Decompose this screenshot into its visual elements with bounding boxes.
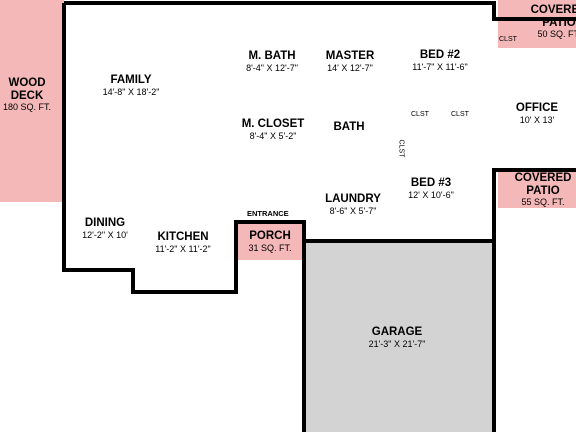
room-name: FAMILY [110,74,152,86]
room-name: OFFICE [515,102,559,114]
room-dims: 12'-2" X 10' [82,229,128,240]
room-dims: 8'-4" X 5'-2" [249,130,297,141]
room-name: BATH [333,121,365,133]
covered-patio-top-area-text: 50 SQ. FT. [537,29,576,40]
wood-deck-area [0,0,64,202]
covered-patio-right-name-line2: PATIO [526,184,560,197]
porch-area [236,222,304,260]
room-master: MASTER 14' X 12'-7" [316,50,384,74]
covered-patio-top-name-line2: PATIO [542,16,576,29]
closet-marker-b: CLST [451,111,469,118]
wood-deck-area-text: 180 SQ. FT. [2,102,52,113]
room-name: M. CLOSET [241,118,305,130]
room-name: GARAGE [371,326,423,338]
room-name: BED #3 [410,177,452,189]
closet-marker-vertical: CLST [397,139,405,158]
room-bed2: BED #2 11'-7" X 11'-6" [404,49,476,73]
room-dims: 8'-6" X 5'-7" [329,205,377,216]
room-m-bath: M. BATH 8'-4" X 12'-7" [236,50,308,74]
garage-area [304,241,494,432]
room-dining: DINING 12'-2" X 10' [74,217,136,241]
covered-patio-right-label: COVERED PATIO 55 SQ. FT. [510,172,576,208]
room-dims: 8'-4" X 12'-7" [246,62,298,73]
room-office: OFFICE 10' X 13' [508,102,566,126]
wood-deck-name-line1: WOOD [8,77,46,89]
room-name: DINING [84,217,126,229]
porch-name: PORCH [249,230,291,242]
room-dims: 12' X 10'-6" [408,189,454,200]
closet-marker-a: CLST [411,111,429,118]
covered-patio-right-area-text: 55 SQ. FT. [521,197,565,208]
room-laundry: LAUNDRY 8'-6" X 5'-7" [318,193,388,217]
porch-label: PORCH 31 SQ. FT. [236,230,304,254]
room-dims: 14' X 12'-7" [327,62,373,73]
covered-patio-top-name-line1: COVERED [530,4,576,16]
room-name: MASTER [325,50,375,62]
room-name: LAUNDRY [325,193,381,205]
room-m-closet: M. CLOSET 8'-4" X 5'-2" [236,118,310,142]
entrance-marker: ENTRANCE [247,209,289,218]
covered-patio-right-name-line1: COVERED [514,172,572,184]
room-bed3: BED #3 12' X 10'-6" [400,177,462,201]
room-dims: 21'-3" X 21'-7" [368,338,426,349]
room-name: M. BATH [248,50,296,62]
house-outline [62,1,576,432]
room-name: BED #2 [419,49,461,61]
room-kitchen: KITCHEN 11'-2" X 11'-2" [146,231,220,255]
room-bath: BATH [326,121,372,134]
room-dims: 14'-8" X 18'-2" [102,86,160,97]
wood-deck-label: WOOD DECK 180 SQ. FT. [0,77,54,113]
room-dims: 11'-2" X 11'-2" [155,243,211,254]
covered-patio-top-label: COVERED PATIO 50 SQ. FT. [528,4,576,40]
room-name: KITCHEN [157,231,209,243]
wood-deck-name-line2: DECK [10,89,44,102]
room-garage: GARAGE 21'-3" X 21'-7" [356,326,438,350]
room-dims: 11'-7" X 11'-6" [412,61,468,72]
room-family: FAMILY 14'-8" X 18'-2" [92,74,170,98]
room-dims: 10' X 13' [519,114,555,125]
covered-patio-right-area [498,170,576,208]
covered-patio-top-area [498,0,576,48]
porch-area-text: 31 SQ. FT. [248,242,292,253]
closet-marker-top: CLST [499,36,517,43]
